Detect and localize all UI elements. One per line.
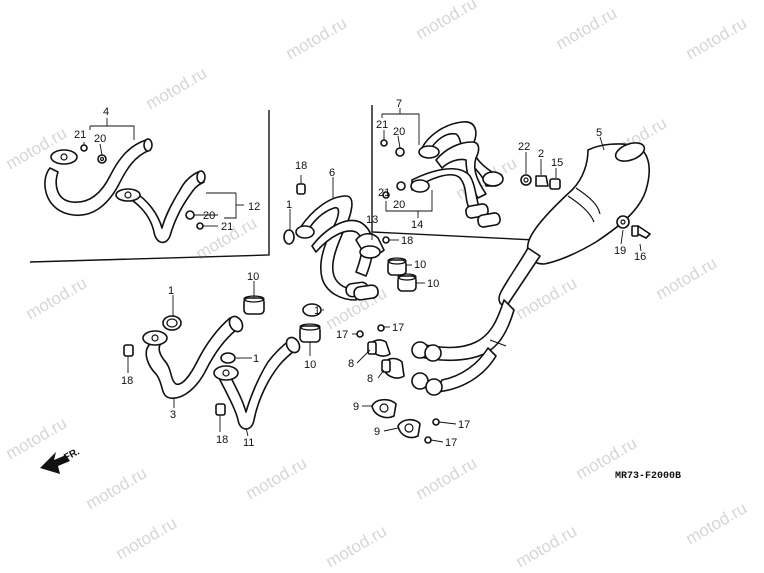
watermark: motod.ru (683, 498, 751, 548)
clamp-9-lower (397, 418, 421, 439)
watermark: motod.ru (83, 463, 151, 513)
middle-leaders (289, 175, 425, 284)
exhaust-pipe-11 (213, 336, 301, 430)
muffler-leaders (525, 136, 642, 252)
front-arrow-icon (40, 452, 70, 474)
callout-3: 3 (170, 409, 176, 421)
callout-18: 18 (401, 235, 413, 247)
callout-13: 13 (366, 214, 378, 226)
muffler-5 (498, 142, 650, 306)
callout-1: 1 (168, 285, 174, 297)
exhaust-pipe-4 (44, 138, 153, 217)
middle-callouts: 18 6 13 18 1 10 10 (286, 160, 439, 290)
exhaust-pipe-3 (142, 315, 244, 399)
callout-20: 20 (94, 133, 106, 145)
gasket-ring-1-upper (283, 229, 295, 245)
callout-21: 21 (74, 129, 86, 141)
callout-17: 17 (445, 437, 457, 449)
callout-18: 18 (216, 434, 228, 446)
callout-21: 21 (376, 119, 388, 131)
muffler-callouts: 5 22 2 15 19 16 (518, 127, 646, 263)
callout-7: 7 (396, 98, 402, 110)
clamp-leaders (352, 326, 457, 443)
callout-16: 16 (634, 251, 646, 263)
callout-17: 17 (392, 322, 404, 334)
callout-2: 2 (538, 148, 544, 160)
middle-fasteners (296, 183, 390, 244)
diagram-code: MR73-F2000B (615, 471, 681, 482)
clamp-9-upper (371, 398, 397, 419)
callout-8: 8 (367, 373, 373, 385)
callout-22: 22 (518, 141, 530, 153)
watermark: motod.ru (413, 453, 481, 503)
callout-20: 20 (203, 210, 215, 222)
callout-10: 10 (414, 259, 426, 271)
callout-9: 9 (374, 426, 380, 438)
exhaust-pipe-14 (410, 167, 501, 228)
front-direction-indicator: FR. (40, 446, 82, 474)
callout-15: 15 (551, 157, 563, 169)
callout-1: 1 (286, 199, 292, 211)
callout-21: 21 (221, 221, 233, 233)
inset-left-callouts: 4 21 20 12 20 21 (74, 106, 260, 233)
clamp-8-lower (381, 357, 405, 379)
callout-10: 10 (427, 278, 439, 290)
callout-6: 6 (329, 167, 335, 179)
watermark: motod.ru (653, 253, 721, 303)
inset-right-leaders (381, 108, 433, 218)
inset-frame-left (29, 110, 270, 263)
callout-11: 11 (243, 437, 254, 449)
muffler-hardware (520, 174, 651, 239)
lower-left-leaders (127, 281, 324, 437)
watermark: motod.ru (143, 63, 211, 113)
bolts-17 (356, 324, 440, 444)
exhaust-pipe-6 (295, 195, 379, 301)
callout-1: 1 (314, 305, 320, 317)
callout-8: 8 (348, 358, 354, 370)
inset-right-fasteners (380, 139, 406, 199)
callout-4: 4 (103, 106, 109, 118)
collar-rings-10-middle (387, 257, 417, 292)
callout-21: 21 (378, 187, 390, 199)
callout-10: 10 (247, 271, 259, 283)
lower-left-parts (123, 295, 322, 416)
callout-1: 1 (253, 353, 259, 365)
callout-17: 17 (336, 329, 348, 341)
callout-20: 20 (393, 199, 405, 211)
callout-14: 14 (411, 219, 423, 231)
watermark: motod.ru (243, 453, 311, 503)
watermark: motod.ru (683, 13, 751, 63)
watermark: motod.ru (283, 13, 351, 63)
watermark: motod.ru (323, 521, 391, 571)
callout-17: 17 (458, 419, 470, 431)
inset-right-callouts: 7 21 20 21 20 14 (376, 98, 423, 231)
watermark-layer: motod.ru motod.ru motod.ru motod.ru moto… (3, 0, 751, 571)
callout-12: 12 (248, 201, 260, 213)
clamp-callouts: 17 17 8 8 9 9 17 17 (336, 322, 470, 449)
callout-18: 18 (121, 375, 133, 387)
watermark: motod.ru (513, 521, 581, 571)
watermark: motod.ru (23, 273, 91, 323)
callout-19: 19 (614, 245, 626, 257)
watermark: motod.ru (413, 0, 481, 43)
callout-9: 9 (353, 401, 359, 413)
callout-5: 5 (596, 127, 602, 139)
callout-10: 10 (304, 359, 316, 371)
watermark: motod.ru (3, 413, 71, 463)
inset-left-leaders (83, 118, 244, 227)
clamp-8-upper (367, 339, 391, 357)
exhaust-pipe-13 (355, 232, 385, 259)
callout-20: 20 (393, 126, 405, 138)
watermark: motod.ru (3, 123, 71, 173)
lower-left-callouts: 1 10 1 1 10 18 18 3 11 (121, 271, 320, 449)
inset-left-fasteners (80, 144, 204, 230)
callout-18: 18 (295, 160, 307, 172)
collector-pipe (411, 299, 515, 396)
exhaust-pipe-12 (115, 170, 206, 244)
watermark: motod.ru (113, 513, 181, 563)
watermark: motod.ru (553, 3, 621, 53)
direction-label: FR. (62, 446, 82, 463)
